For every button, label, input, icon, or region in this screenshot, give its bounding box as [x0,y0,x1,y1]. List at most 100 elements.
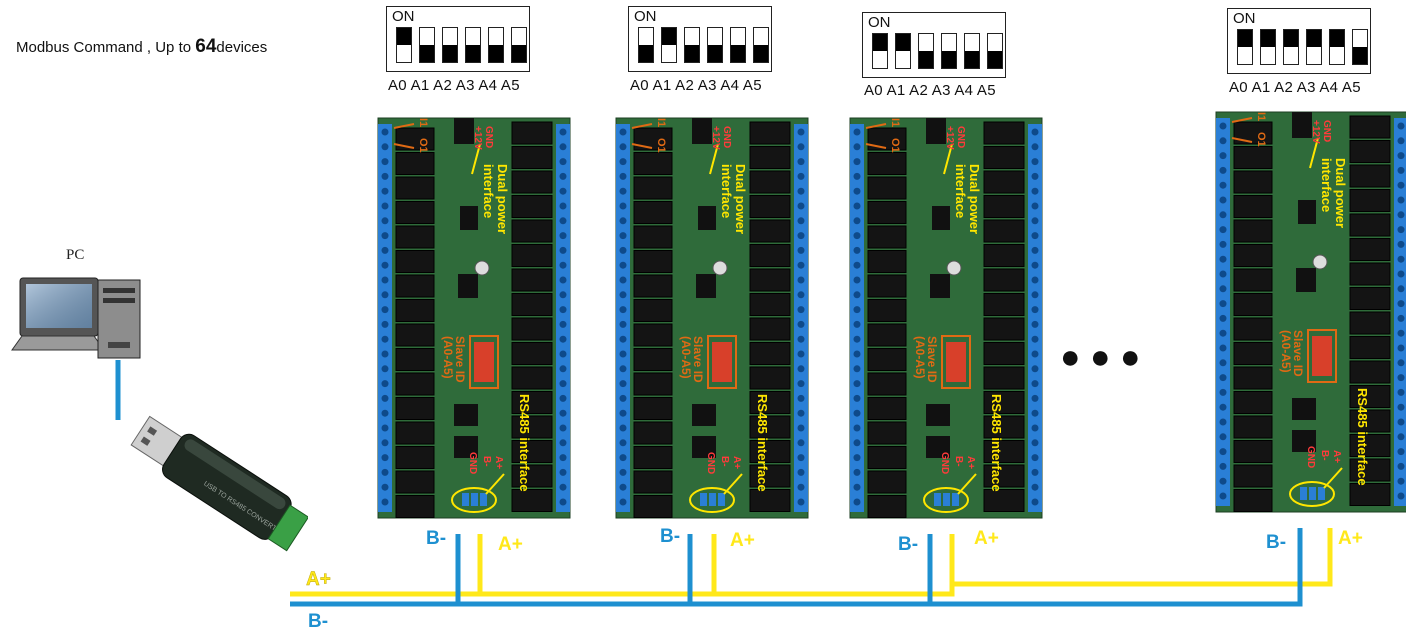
relay [749,170,791,194]
dip-switch-a0 [638,27,654,63]
dip-switch-a5 [987,33,1003,69]
relay [395,201,435,224]
terminal-screw [559,454,567,462]
terminal-screw [1397,359,1405,367]
terminal-strip-left [850,124,864,512]
relay [749,489,791,512]
terminal-screw [559,276,567,284]
relay [395,372,435,396]
rs485-terminal [943,493,950,506]
dip-switch-panel-4: ON [1227,8,1371,74]
rs485-b-label: B- [481,456,492,467]
terminal-screw [559,498,567,506]
rs485-terminal [952,493,959,506]
relay [1233,464,1273,488]
relay [867,274,907,298]
terminal-screw [1397,314,1405,322]
o1-label: O1 [417,138,429,153]
terminal-screw [1219,329,1227,337]
dual-power-label: Dual power [495,164,510,234]
relay [867,323,907,347]
board-2-a-label: A+ [730,530,755,551]
rs485-label: RS485 interface [989,394,1004,492]
terminal-screw [1031,335,1039,343]
terminal-screw [797,498,805,506]
terminal-screw [559,261,567,269]
title-prefix: Modbus Command , Up to [16,39,196,56]
rs485-terminal-ellipse [689,487,735,513]
terminal-screw [797,306,805,314]
i1-pointer [1231,117,1253,123]
relay [1349,238,1391,261]
terminal-screw [1397,418,1405,426]
ic-chip [926,404,950,426]
terminal-screw [559,365,567,373]
terminal-screw [1219,181,1227,189]
terminal-screw [1031,350,1039,358]
relay [511,317,553,341]
terminal-screw [1219,137,1227,145]
relay [511,219,553,243]
dip-switch-a5 [511,27,527,63]
relay [983,268,1025,292]
terminal-screw [1031,306,1039,314]
terminal-screw [853,365,861,373]
relay [1233,219,1273,243]
terminal-screw [853,261,861,269]
terminal-screw [1219,462,1227,470]
terminal-screw [853,394,861,402]
terminal-screw [1397,433,1405,441]
rs485-terminal [934,493,941,506]
terminal-screw [1219,448,1227,456]
relay [1349,385,1391,408]
relay [511,489,553,512]
terminal-screw [381,158,389,166]
terminal-screw [1219,492,1227,500]
terminal-screw [619,187,627,195]
relay [749,440,791,463]
terminal-screw [619,350,627,358]
relay [1233,391,1273,414]
terminal-screw [1397,240,1405,248]
rs485-label: RS485 interface [1355,388,1370,486]
relay [1349,262,1391,286]
relay [1233,195,1273,218]
rs485-pointer [957,473,977,495]
terminal-screw [797,409,805,417]
terminal-screw [797,276,805,284]
relay [867,372,907,396]
terminal-screw [1031,291,1039,299]
terminal-screw [1219,418,1227,426]
dip-switch-a3 [941,33,957,69]
terminal-screw [853,424,861,432]
relay [395,127,435,151]
o1-label: O1 [889,138,901,153]
relay [1349,189,1391,212]
terminal-screw [559,187,567,195]
terminal-screw [1397,448,1405,456]
terminal-screw [1397,374,1405,382]
terminal-screw [559,306,567,314]
i1-pointer [865,123,887,129]
relay [749,219,791,243]
o1-pointer [631,143,653,149]
terminal-screw [381,394,389,402]
terminal-screw [1397,226,1405,234]
relay [1233,170,1273,194]
relay [1233,244,1273,267]
dip-switch-a2 [684,27,700,63]
terminal-screw [559,409,567,417]
slave-id-label: Slave ID [453,336,467,383]
terminal-screw [1397,270,1405,278]
relay [633,421,673,445]
relay [511,170,553,194]
power-pointer [943,143,953,175]
ic-chip [1298,200,1316,224]
terminal-strip-left [616,124,630,512]
relay [1349,409,1391,433]
slave-id-box [1307,329,1337,383]
terminal-screw [797,158,805,166]
dip-switch-panel-2: ON [628,6,772,72]
slave-range-label: (A0-A5) [441,336,455,379]
